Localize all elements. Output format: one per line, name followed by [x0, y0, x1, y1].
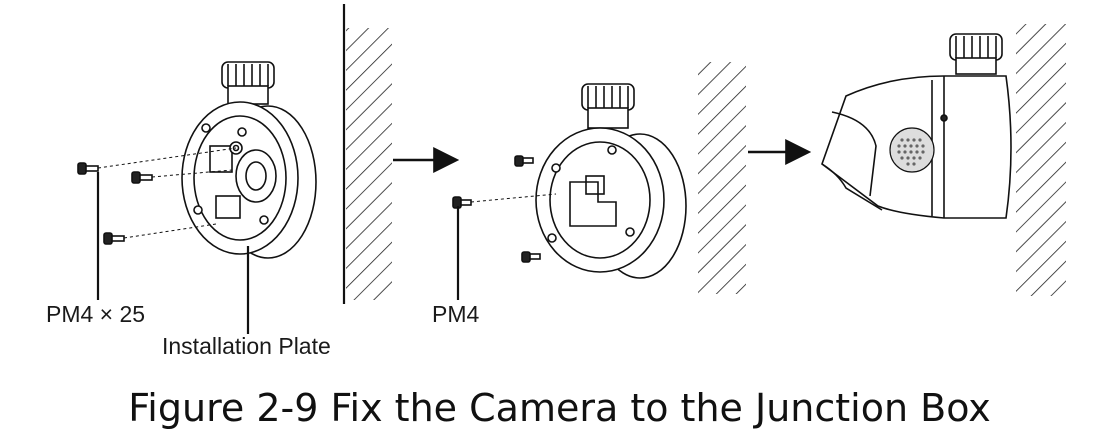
mounted-camera: [821, 33, 1012, 219]
diagram-drawing: [77, 4, 1066, 334]
screw-icon: [131, 171, 153, 184]
screw-guide-lines: [97, 147, 237, 239]
wall-3: [1016, 24, 1066, 296]
installation-plate-label: Installation Plate: [162, 333, 331, 359]
junction-box-2: [535, 83, 687, 279]
figure-caption: Figure 2-9 Fix the Camera to the Junctio…: [128, 386, 991, 430]
screw-icon: [521, 251, 541, 263]
screw-guide-lines: [470, 193, 557, 203]
speaker-grille-icon: [889, 127, 935, 173]
wall-2: [698, 62, 746, 294]
screw-icon: [77, 162, 99, 175]
junction-box-1: [181, 61, 317, 259]
screw-icon: [103, 232, 125, 245]
screw-label-pm4: PM4: [432, 301, 480, 327]
screw-icon: [452, 196, 472, 209]
leader-lines-1: [96, 172, 250, 334]
screw-label-pm4x25: PM4 × 25: [46, 301, 146, 327]
screw-icon: [514, 155, 534, 167]
wall-1: [342, 4, 392, 304]
